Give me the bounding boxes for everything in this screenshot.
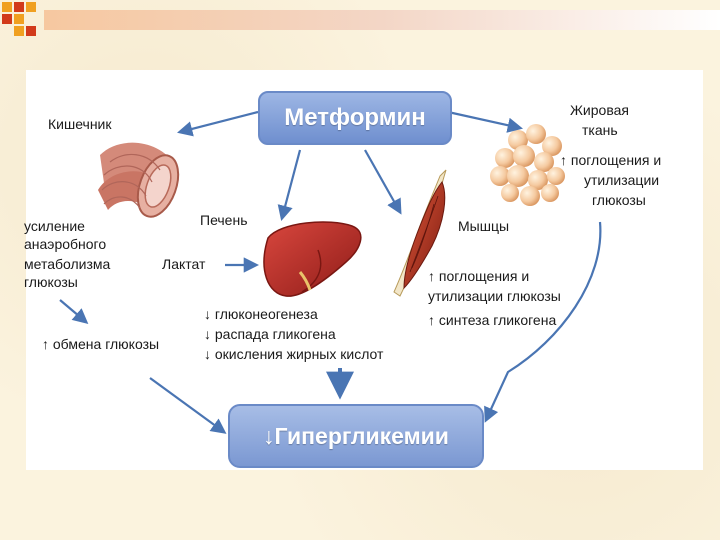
intestine-title: Кишечник	[48, 116, 112, 132]
intestine-effect-line-1: усиление	[24, 218, 85, 234]
liver-effect-1: ↓ глюконеогенеза	[204, 306, 318, 322]
adipose-effect-line-1: ↑ поглощения и	[560, 152, 662, 168]
muscle-effect-line-2: утилизации глюкозы	[428, 288, 561, 304]
lactate-label: Лактат	[162, 256, 206, 272]
adipose-title-line-1: Жировая	[570, 102, 629, 118]
arrow-intestine-effect-down	[59, 299, 89, 324]
liver-icon	[263, 221, 362, 297]
arrow-adipose-to-outcome	[484, 221, 602, 423]
adipose-effect-line-2: утилизации	[584, 172, 660, 188]
adipose-title-line-2: ткань	[582, 122, 618, 138]
intestine-effect-line-4: глюкозы	[24, 274, 78, 290]
arrow-metformin-to-adipose	[447, 110, 524, 133]
muscle-icon	[393, 169, 447, 297]
liver-title: Печень	[200, 212, 248, 228]
liver-effect-2: ↓ распада гликогена	[204, 326, 336, 342]
intestine-effect-line-2: анаэробного	[24, 236, 107, 252]
muscle-title: Мышцы	[458, 218, 510, 234]
arrow-intestine-to-outcome	[149, 377, 227, 434]
muscle-effect-line-3: ↑ синтеза гликогена	[428, 312, 557, 328]
intestine-result: ↑ обмена глюкозы	[42, 336, 160, 352]
arrow-metformin-to-intestine	[177, 110, 259, 137]
arrow-metformin-to-muscle	[364, 149, 402, 215]
hyperglycemia-outcome-box: ↓Гипергликемии	[228, 404, 484, 468]
muscle-effect-line-1: ↑ поглощения и	[428, 268, 530, 284]
metformin-box: Метформин	[258, 91, 452, 145]
arrows	[59, 110, 602, 434]
adipose-effect-line-3: глюкозы	[592, 192, 646, 208]
corner-logo-icon	[0, 0, 44, 44]
title-bar-decoration	[44, 10, 720, 30]
liver-effect-3: ↓ окисления жирных кислот	[204, 346, 384, 362]
fat-cells-icon	[490, 124, 565, 206]
arrow-metformin-to-liver	[277, 149, 302, 221]
intestine-effect-line-3: метаболизма	[24, 256, 111, 272]
intestine-icon	[98, 142, 180, 218]
